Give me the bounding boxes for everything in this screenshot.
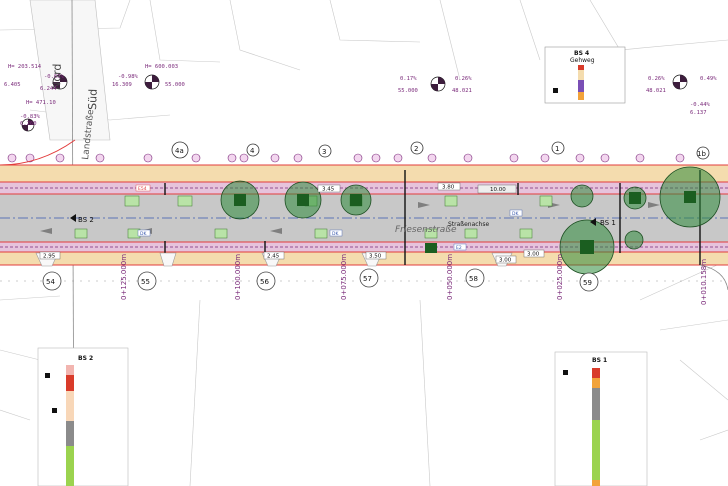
tag-label: DK [332,231,339,237]
section-marker-2: 2 [414,145,418,153]
dimension-label: 3.00 [527,252,540,258]
tree [559,219,615,275]
bs-location-markers [70,214,596,226]
station-57: 57 [363,275,372,283]
slope-indicator-icons [21,74,688,132]
bs1-column-title: BS 1 [592,357,607,364]
elevation-label: 0.26% [648,76,665,82]
station-54: 54 [46,278,55,286]
station-55: 55 [141,278,150,286]
dimension-label: 10.00 [490,187,506,193]
trees [220,166,721,275]
street-name-main: Friesenstraße [395,225,457,235]
street-axis-label: Straßenachse [448,221,489,228]
tag-label: DK [512,211,519,217]
side-street-label-nord: Nord [50,63,64,90]
tree [570,184,594,208]
station-58: 58 [469,275,478,283]
dimension-label: 2.45 [267,254,280,260]
elevation-label: H= 600.003 [145,64,178,70]
elevation-value: 6.244 [40,86,57,92]
section-marker-4a: 4a [175,147,184,155]
tree [284,181,322,219]
elevation-label: -0.44% [690,102,711,108]
dimension-label: 3.50 [369,254,382,260]
sidewalk-north [0,165,728,182]
lamp-symbols-north [7,153,685,163]
borehole-bs1-column [554,351,648,486]
station-56: 56 [260,278,269,286]
bs4-column-title: BS 4 [574,50,589,57]
borehole-bs4-column [544,46,626,104]
tree [624,230,644,250]
bs4-column-subtitle: Gehweg [570,57,595,64]
dimension-label: 3.00 [499,258,512,264]
tag-label: E54 [138,186,147,192]
chainage-075: 0+075.000m [340,254,348,300]
chainage-025: 0+025.000m [556,254,564,300]
bs2-marker-label: BS 2 [78,216,94,224]
station-59: 59 [583,279,592,287]
sidewalk-south [0,252,728,265]
borehole-bs2-column [37,347,129,486]
section-marker-3: 3 [322,148,326,156]
tag-label: E2 [456,245,462,251]
side-street-label-sued: Süd [86,89,100,110]
corner-curb-right [699,264,728,291]
tree [425,243,437,253]
elevation-value: 6.405 [4,82,21,88]
elevation-value: 48.021 [646,88,666,94]
bike-lane-south [0,242,728,252]
station-circles [42,268,599,292]
section-marker-1: 1 [555,145,559,153]
chainage-125: 0+125.000m [120,254,128,300]
elevation-label: H= 203.514 [8,64,42,70]
chainage-100: 0+100.000m [234,254,242,300]
elevation-value: 16.309 [112,82,132,88]
section-marker-circles [171,141,710,160]
elevation-value: 6.260 [20,121,37,127]
dimension-label: 3.80 [442,185,455,191]
elevation-value: 55.000 [165,82,185,88]
elevation-label: -0.98% [118,74,139,80]
elevation-label: 0.26% [455,76,472,82]
elevation-label: -0.83% [20,114,41,120]
bs1-marker-label: BS 1 [600,219,616,227]
tree [659,166,721,228]
bs2-column-title: BS 2 [78,355,93,362]
elevation-label: -0.65% [44,74,65,80]
section-marker-1b: 1b [697,150,706,158]
chainage-050: 0+050.000m [446,254,454,300]
corner-curb-left [0,139,76,166]
section-marker-4: 4 [250,147,255,155]
elevation-value: 6.137 [690,110,707,116]
tree [220,180,260,220]
elevation-label: H= 471.10 [26,100,56,106]
tag-label: DK [140,231,147,237]
dimension-label: 3.45 [322,187,335,193]
elevation-value: 55.000 [398,88,418,94]
elevation-value: 48.021 [452,88,472,94]
tree [340,184,372,216]
chainage-010: 0+010.158m [700,259,708,305]
tree [623,186,647,210]
dimension-label: 2.95 [43,254,56,260]
elevation-label: 0.17% [400,76,417,82]
elevation-label: 0.49% [700,76,717,82]
